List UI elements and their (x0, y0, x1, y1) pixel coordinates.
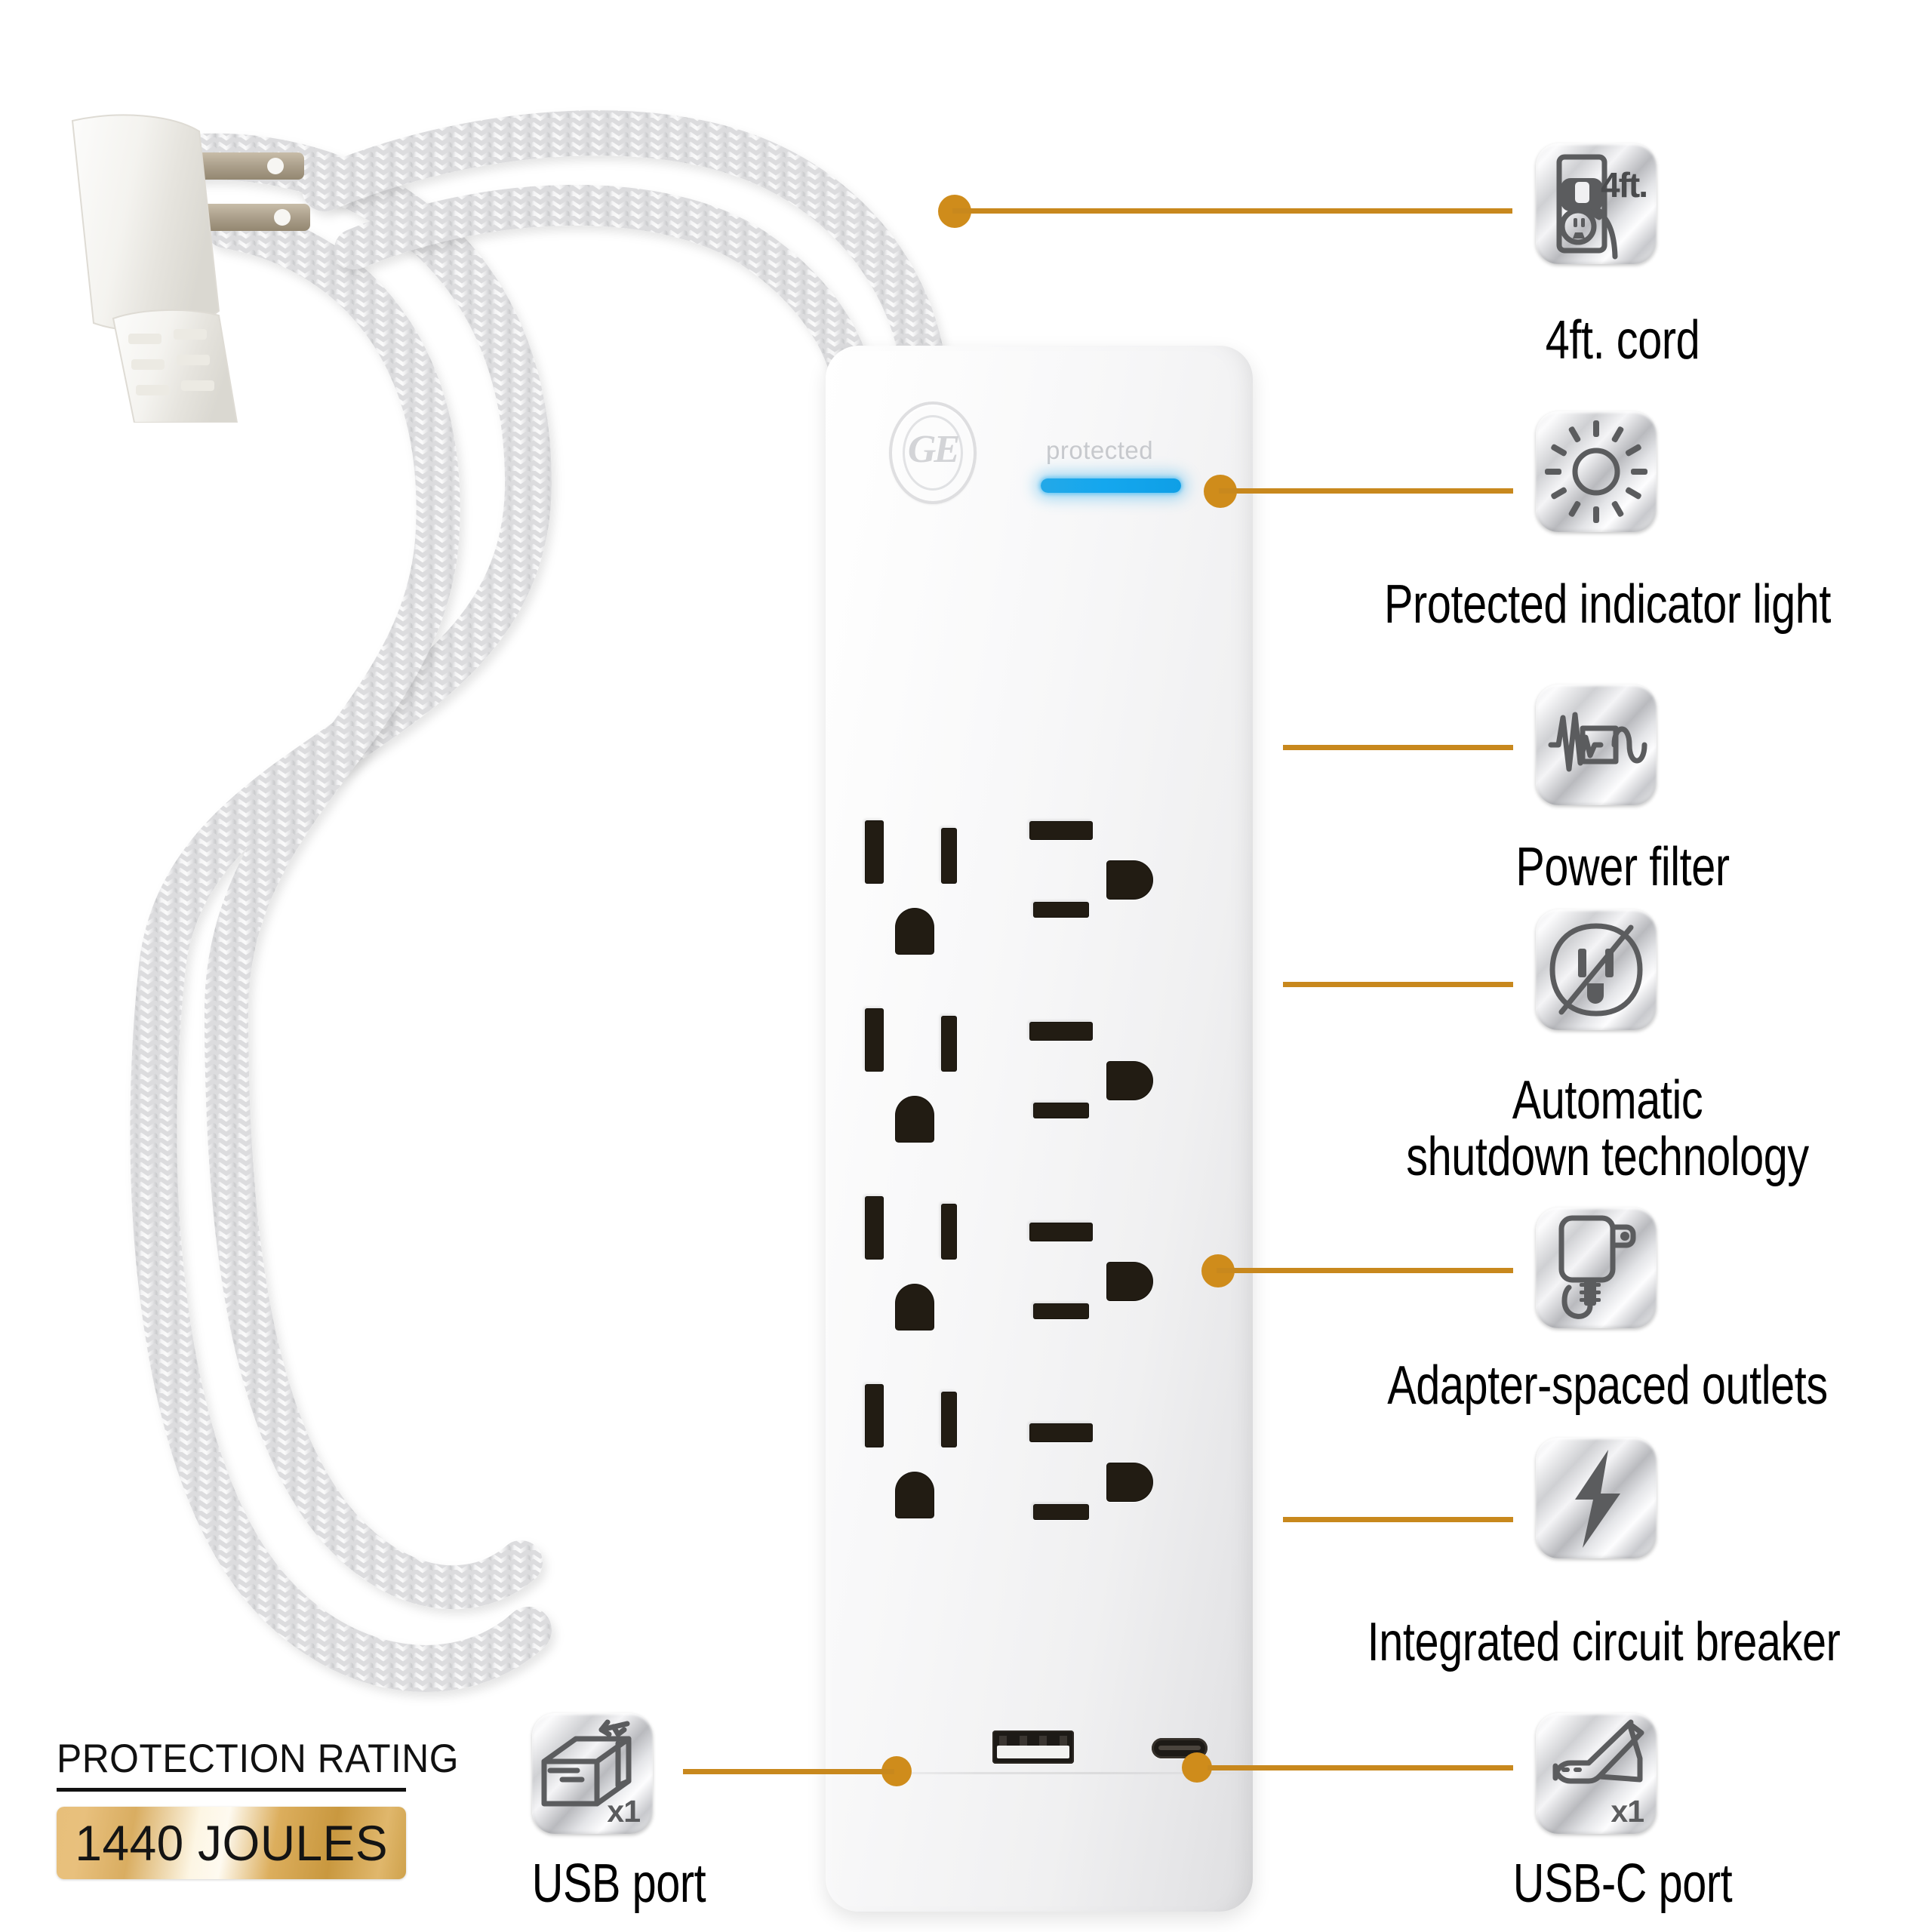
outlet-slot (1029, 1022, 1093, 1041)
outlet-ground (1106, 1061, 1153, 1100)
power-filter-icon (1536, 685, 1657, 805)
joules-badge: 1440 JOULES (57, 1807, 406, 1879)
outlet-slot (865, 820, 884, 884)
outlet-ground (895, 1096, 934, 1143)
outlet-slot (941, 1204, 957, 1260)
outlet-slot (865, 1008, 884, 1072)
leader-line-cord (952, 208, 1512, 214)
outlet-ground (895, 908, 934, 955)
badge-count-usbc: x1 (1611, 1794, 1644, 1829)
outlet-slot (1029, 1423, 1093, 1442)
protected-label: protected (1046, 436, 1154, 464)
outlet-slot (1029, 821, 1093, 840)
outlet-slot (1033, 902, 1089, 918)
leader-line-usb (683, 1769, 894, 1774)
leader-line-breaker (1283, 1517, 1513, 1522)
usb-a-port (992, 1730, 1074, 1764)
outlet-ground (1106, 1463, 1153, 1502)
ge-logo: GE (889, 401, 977, 504)
joules-value: 1440 JOULES (75, 1815, 388, 1871)
outlet-ground (895, 1472, 934, 1518)
badge-count-usb: x1 (607, 1794, 641, 1829)
feature-label-adapter: Adapter-spaced outlets (1387, 1355, 1828, 1416)
ac-plug (71, 114, 310, 423)
feature-label-usb: USB port (531, 1854, 706, 1914)
usb-a-port-icon: x1 (532, 1713, 653, 1834)
outlet-slot (1029, 1223, 1093, 1241)
ac-adapter-icon (1536, 1208, 1657, 1328)
leader-line-usbc (1208, 1765, 1513, 1770)
feature-label-shutdown-line2: shutdown technology (1406, 1127, 1809, 1187)
outlet-ground (1106, 1262, 1153, 1301)
feature-label-indicator: Protected indicator light (1384, 574, 1831, 635)
outlet-slot (1033, 1504, 1089, 1520)
lightning-bolt-icon (1536, 1438, 1657, 1558)
outlet-slot (941, 828, 957, 884)
leader-line-filter (1283, 745, 1513, 750)
power-cord (130, 110, 948, 1692)
protection-rating-title: PROTECTION RATING (57, 1737, 459, 1781)
outlet-ground (1106, 860, 1153, 900)
feature-label-shutdown-line1: Automatic (1512, 1070, 1703, 1131)
usb-c-connector-icon: x1 (1536, 1713, 1657, 1834)
feature-label-usbc: USB-C port (1512, 1854, 1733, 1914)
protection-rating-block: PROTECTION RATING 1440 JOULES (57, 1736, 459, 1879)
outlet-slot (941, 1016, 957, 1072)
leader-line-indicator (1219, 488, 1513, 494)
outlet-slot (865, 1196, 884, 1260)
outlet-slot (1033, 1303, 1089, 1319)
outlet-ground (895, 1284, 934, 1331)
badge-count-cord: 4ft. (1601, 165, 1648, 205)
sun-indicator-icon (1536, 411, 1657, 532)
protection-rating-divider (57, 1788, 406, 1792)
outlet-slot (865, 1384, 884, 1447)
leader-dot-usbc (1182, 1752, 1212, 1783)
power-strip-body: GE protected (826, 346, 1253, 1912)
leader-line-adapter (1217, 1268, 1513, 1273)
outlet-cord-icon: 4ft. (1536, 143, 1657, 264)
no-outlet-icon (1536, 909, 1657, 1030)
leader-line-shutdown (1283, 982, 1513, 987)
feature-label-breaker: Integrated circuit breaker (1367, 1612, 1841, 1672)
feature-label-filter: Power filter (1515, 837, 1730, 897)
feature-label-cord: 4ft. cord (1545, 310, 1700, 371)
outlet-slot (941, 1392, 957, 1447)
outlet-slot (1033, 1103, 1089, 1118)
protected-indicator-light (1041, 478, 1181, 493)
